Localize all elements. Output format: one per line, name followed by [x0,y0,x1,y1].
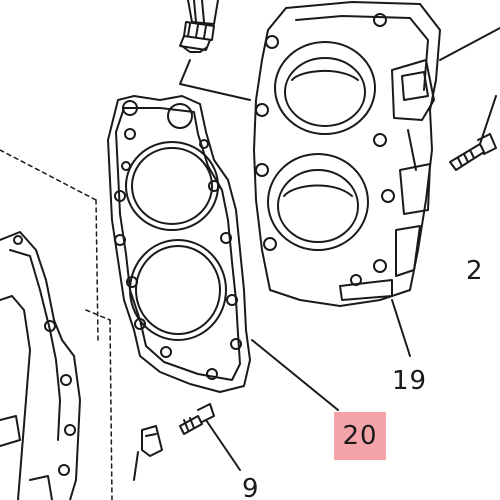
leader-line-spark-plug [179,59,251,101]
leader-line-part-19 [391,299,411,357]
screw-part-9 [179,403,241,471]
callout-box-part-20: 20 [334,412,386,460]
callout-highlight [334,412,386,460]
head-gasket-part [107,95,251,393]
callout-part-9: 9 [242,474,260,500]
bolt-part-2 [449,95,497,171]
callout-part-20: 20 [342,421,378,451]
callout-part-19: 19 [392,366,428,396]
leader-line-part-2 [439,27,500,61]
cylinder-head-part [253,1,441,307]
cylinder-block-part [0,231,81,500]
assembly-guide-lines [0,149,113,500]
callout-part-2: 2 [466,256,484,286]
leader-line-part-20 [251,339,339,411]
spark-plug-part [179,0,219,53]
clip-part [133,425,163,481]
